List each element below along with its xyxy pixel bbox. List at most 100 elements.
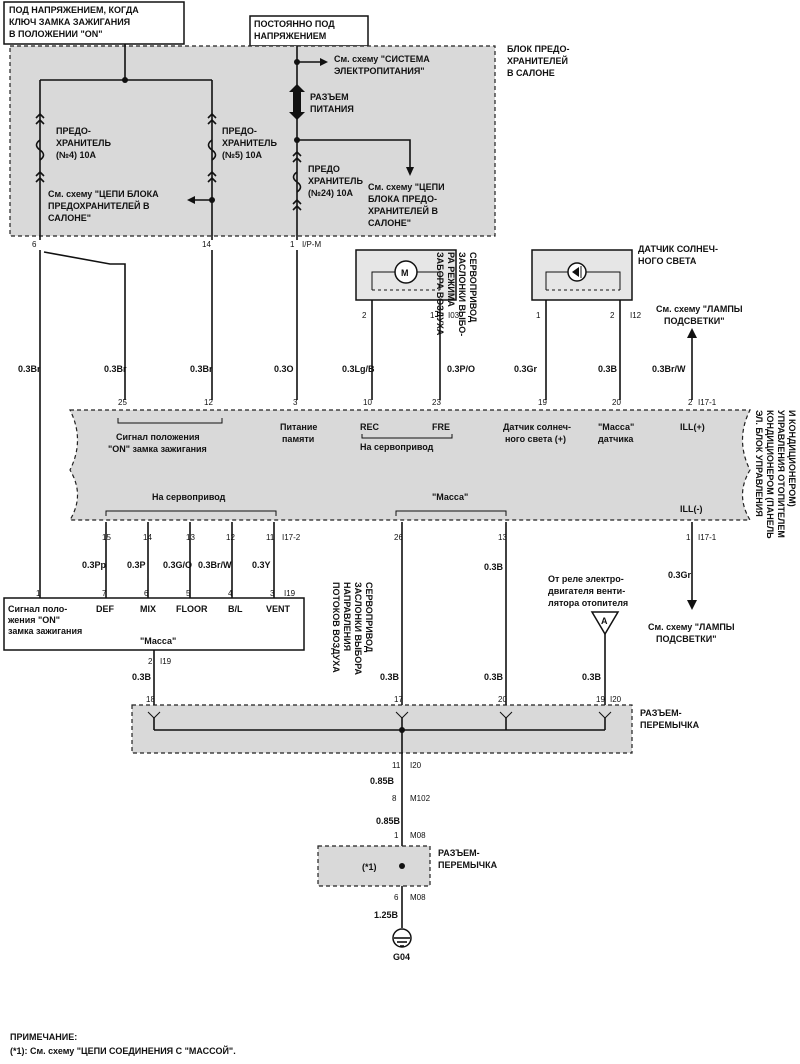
label-joint1-label-1: ПЕРЕМЫЧКА	[640, 720, 700, 730]
conn-i19-gnd: I19	[160, 657, 172, 666]
sun-sensor-box	[531, 249, 633, 301]
label-fuse_block-title-2: В САЛОНЕ	[507, 68, 555, 78]
to-servo-bottom: На сервопривод	[152, 492, 226, 502]
servo-mode-bl: B/L	[228, 604, 243, 614]
label-servo_mode-pins-3: 5	[186, 589, 191, 598]
label-servo_mode-label-3: ПОТОКОВ ВОЗДУХА	[331, 582, 341, 673]
conn-i17-1: I17-1	[698, 398, 717, 407]
ecu-label: ЭЛ. БЛОК УПРАВЛЕНИЯ КОНДИЦИОНЕРОМ (ПАНЕЛ…	[754, 410, 797, 539]
label-header-ign_on_note-1: КЛЮЧ ЗАМКА ЗАЖИГАНИЯ	[9, 17, 130, 27]
label-wires_top-8: 0.3Br/W	[652, 364, 686, 374]
label-fuse_block-ref_circuits_right-3: САЛОНЕ"	[368, 218, 411, 228]
label-fuse_block-title-1: ХРАНИТЕЛЕЙ	[507, 55, 568, 66]
servo-intake-label: СЕРВОПРИВОД ЗАСЛОНКИ ВЫБО- РА РЕЖИМА ЗАБ…	[435, 252, 478, 336]
label-ecu-top_pins-6: 20	[612, 398, 621, 407]
ref-power-system: См. схему "СИСТЕМА	[334, 54, 430, 64]
ref-fuse-circuits-right: См. схему "ЦЕПИ	[368, 182, 445, 192]
label-ecu-mem_power-1: памяти	[282, 434, 314, 444]
label-joint1-pins-1: 17	[394, 695, 403, 704]
label-wires_top-2: 0.3Br	[190, 364, 213, 374]
label-wires_mid-0: 0.3Pp	[82, 560, 107, 570]
servo-mode-label: СЕРВОПРИВОД ЗАСЛОНКИ ВЫБОРА НАПРАВЛЕНИЯ …	[331, 582, 374, 675]
joint-connector-2-label: РАЗЪЕМ-	[438, 848, 480, 858]
label-ecu-bottom_pins-4: 11	[266, 533, 275, 542]
label-ecu-top_pins-2: 3	[293, 398, 298, 407]
label-fuse_block-pins-p14: 14	[202, 240, 211, 249]
label-ecu-ill_pin: 1	[686, 533, 691, 542]
label-fuse_block-fuse4-2: (№4) 10А	[56, 150, 97, 160]
label-fuse_block-fuse4-1: ХРАНИТЕЛЬ	[56, 138, 111, 148]
footnote-text: (*1): См. схему "ЦЕПИ СОЕДИНЕНИЯ С "МАСС…	[10, 1045, 236, 1056]
sun-signal-label: Датчик солнеч-	[503, 422, 571, 432]
conn-m102: M102	[410, 794, 431, 803]
label-header-ign_on_note-0: ПОД НАПРЯЖЕНИЕМ, КОГДА	[9, 5, 139, 15]
label-fuse_block-fuse24-2: (№24) 10А	[308, 188, 354, 198]
power-connector-label: РАЗЪЕМ	[310, 92, 349, 102]
fan-relay-tag: A	[601, 616, 608, 626]
servo-mode-ign-text: Сигнал поло-	[8, 604, 67, 614]
label-servo_mode-gnd_pin: 2	[148, 657, 153, 666]
fuse-block-title: БЛОК ПРЕДО- ХРАНИТЕЛЕЙ В САЛОНЕ	[507, 44, 569, 78]
ecu-box	[68, 409, 752, 521]
conn-i12: I12	[630, 311, 642, 320]
servo-mode-gnd: "Масса"	[140, 636, 176, 646]
label-ecu-label-0: ЭЛ. БЛОК УПРАВЛЕНИЯ	[754, 410, 764, 517]
label-wires_gnd-3: 0.3B	[582, 672, 602, 682]
conn-i17-1-bottom: I17-1	[698, 533, 717, 542]
ref-fuse-circuits-left: См. схему "ЦЕПИ БЛОКА	[48, 189, 159, 199]
label-ecu-label-3: И КОНДИЦИОНЕРОМ)	[787, 410, 797, 507]
fre-label: FRE	[432, 422, 450, 432]
ref-lamps-bottom: См. схему "ЛАМПЫ	[648, 622, 735, 632]
servo-intake-box: M	[355, 249, 457, 301]
wire-ill-minus: 0.3Gr	[668, 570, 692, 580]
label-wires_gnd-0: 0.3B	[132, 672, 152, 682]
label-ecu-bottom_pins-3: 12	[226, 533, 235, 542]
label-ecu-sun_signal-1: ного света (+)	[505, 434, 566, 444]
label-ecu-label-2: УПРАВЛЕНИЯ ОТОПИТЕЛЕМ	[776, 410, 786, 538]
label-sun_sensor-pin_left: 1	[536, 311, 541, 320]
ign-on-note: ПОД НАПРЯЖЕНИЕМ, КОГДА КЛЮЧ ЗАМКА ЗАЖИГА…	[3, 1, 185, 45]
fan-relay-text: От реле электро-	[548, 574, 624, 584]
ground-icon	[392, 928, 412, 948]
label-wires_mid-4: 0.3Y	[252, 560, 271, 570]
ground-g04: G04	[393, 952, 410, 962]
joint-connector-2-box	[317, 845, 431, 887]
label-fan_relay-text-2: лятора отопителя	[548, 598, 628, 608]
label-servo_mode-label-1: ЗАСЛОНКИ ВЫБОРА	[353, 582, 363, 675]
servo-mode-box	[3, 597, 305, 651]
label-fuse_block-fuse5-2: (№5) 10А	[222, 150, 263, 160]
joint-connector-1-label: РАЗЪЕМ-	[640, 708, 682, 718]
fuse-5-label: ПРЕДО-	[222, 126, 257, 136]
label-ecu-top_pins-3: 10	[363, 398, 372, 407]
servo-mode-floor: FLOOR	[176, 604, 208, 614]
label-servo_intake-pin_left: 2	[362, 311, 367, 320]
fuse-5-icon	[207, 112, 217, 183]
ref-lamps-top: См. схему "ЛАМПЫ	[656, 304, 743, 314]
label-header-const_note-0: ПОСТОЯННО ПОД	[254, 19, 335, 29]
label-fuse_block-ref_circuits_left-2: САЛОНЕ"	[48, 213, 91, 223]
label-fuse_block-power_conn-1: ПИТАНИЯ	[310, 104, 354, 114]
label-servo_intake-label-3: ЗАБОРА ВОЗДУХА	[435, 252, 445, 336]
label-ground_path-w1: 0.85B	[370, 776, 395, 786]
label-joint1-pins-3: 19	[596, 695, 605, 704]
fan-relay-triangle-icon	[590, 611, 620, 636]
servo-mode-vent: VENT	[266, 604, 291, 614]
label-wires_gnd-2: 0.3B	[484, 672, 504, 682]
label-ecu-top_pins-5: 19	[538, 398, 547, 407]
label-ref_lamps_bottom-1: ПОДСВЕТКИ"	[656, 634, 717, 644]
label-servo_mode-label-2: НАПРАВЛЕНИЯ	[342, 582, 352, 651]
fuse-block-box	[9, 45, 496, 237]
label-ecu-gnd_pins-1: 13	[498, 533, 507, 542]
label-wires_mid-3: 0.3Br/W	[198, 560, 232, 570]
ill-minus-label: ILL(-)	[680, 504, 703, 514]
sun-sensor-label: ДАТЧИК СОЛНЕЧ-	[638, 244, 718, 254]
conn-i20: I20	[610, 695, 622, 704]
rec-label: REC	[360, 422, 380, 432]
label-ground_path-pin_m08_in: 1	[394, 831, 399, 840]
label-wires_top-3: 0.3O	[274, 364, 294, 374]
note-ref: (*1)	[362, 862, 377, 872]
label-servo_mode-pins-2: 6	[144, 589, 149, 598]
conn-m08-in: M08	[410, 831, 426, 840]
servo-mode-mix: MIX	[140, 604, 156, 614]
